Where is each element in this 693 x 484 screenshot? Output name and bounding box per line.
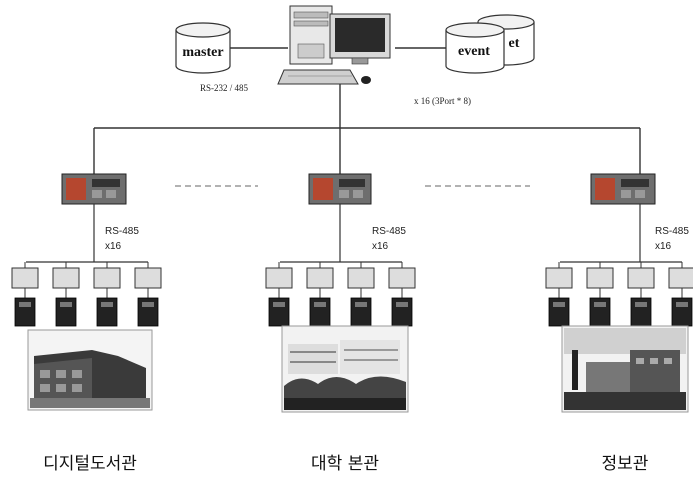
terminal-unit-icon <box>11 267 39 289</box>
terminal-unit-icon <box>52 267 80 289</box>
server-pc-icon <box>277 5 391 85</box>
reader-display <box>594 302 606 307</box>
port-count-label: x 16 (3Port * 8) <box>414 96 471 106</box>
building-photo <box>27 329 153 411</box>
bus-label: RS-485 <box>105 226 139 237</box>
server-links <box>93 47 641 174</box>
branch-buses <box>26 204 682 263</box>
terminal-unit-icon <box>347 267 375 289</box>
master-database-icon: master <box>175 22 231 74</box>
terminal-unit-icon <box>134 267 162 289</box>
building-name: 디지털도서관 <box>43 454 137 474</box>
terminal-unit-icon <box>265 267 293 289</box>
serial-link-label: RS-232 / 485 <box>200 83 249 93</box>
reader-display <box>635 302 647 307</box>
terminal-rows <box>11 262 693 327</box>
event-db-back-label: et <box>509 36 520 51</box>
terminal-unit-icon <box>388 267 416 289</box>
reader-display <box>676 302 688 307</box>
event-database-icon: et event <box>445 14 535 74</box>
bus-count: x16 <box>105 241 122 252</box>
bus-count: x16 <box>655 241 672 252</box>
building-photo <box>561 325 689 413</box>
bus-label: RS-485 <box>655 226 689 237</box>
terminal-unit-icon <box>586 267 614 289</box>
bus-count: x16 <box>372 241 389 252</box>
controller-icon <box>590 173 656 205</box>
reader-display <box>101 302 113 307</box>
reader-display <box>396 302 408 307</box>
terminal-unit-icon <box>545 267 573 289</box>
reader-display <box>314 302 326 307</box>
reader-display <box>273 302 285 307</box>
building-name: 대학 본관 <box>311 454 379 474</box>
building-photo <box>281 325 409 413</box>
reader-display <box>553 302 565 307</box>
master-db-label: master <box>182 45 223 60</box>
event-db-label: event <box>458 44 490 59</box>
terminal-unit-icon <box>668 267 693 289</box>
controller-icon <box>61 173 127 205</box>
terminal-unit-icon <box>306 267 334 289</box>
controller-icon <box>308 173 372 205</box>
reader-display <box>142 302 154 307</box>
reader-display <box>355 302 367 307</box>
reader-display <box>60 302 72 307</box>
terminal-unit-icon <box>93 267 121 289</box>
building-name: 정보관 <box>602 454 649 474</box>
bus-label: RS-485 <box>372 226 406 237</box>
reader-display <box>19 302 31 307</box>
terminal-unit-icon <box>627 267 655 289</box>
